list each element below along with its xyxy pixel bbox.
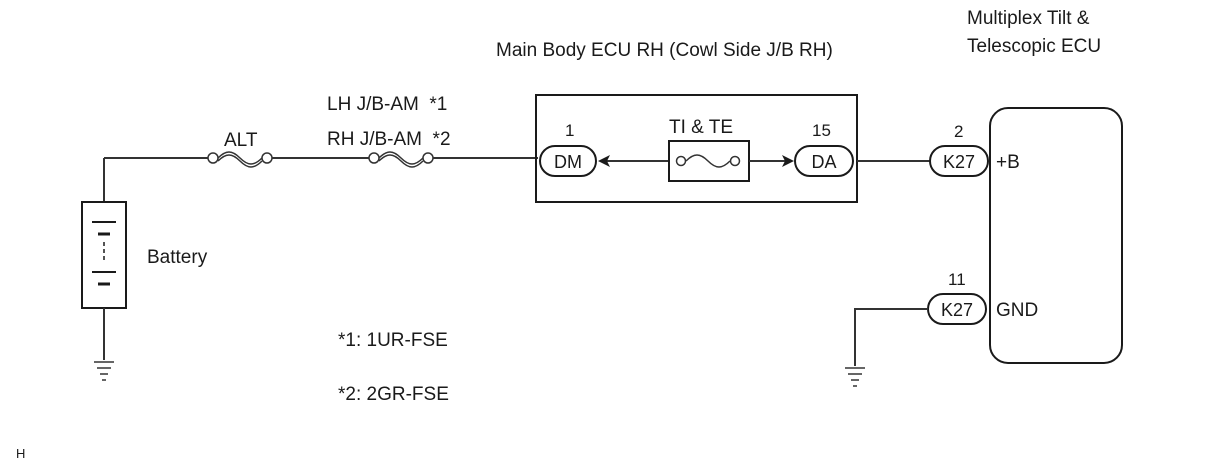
diagram-code: H bbox=[16, 446, 25, 461]
note-1: *1: 1UR-FSE bbox=[338, 330, 448, 351]
ecu-ground-icon bbox=[845, 367, 865, 387]
dm-connector-label: DM bbox=[554, 152, 582, 172]
main-body-ecu-title: Main Body ECU RH (Cowl Side J/B RH) bbox=[496, 40, 833, 61]
da-pin-number: 15 bbox=[812, 121, 831, 140]
ti-te-fuse-icon bbox=[675, 154, 741, 168]
dm-arrow-icon bbox=[598, 155, 610, 167]
tilt-ecu-title-line2: Telescopic ECU bbox=[967, 36, 1101, 57]
wire-k27-ground bbox=[854, 308, 928, 366]
main-body-ecu-box bbox=[535, 94, 858, 203]
tilt-ecu-box bbox=[989, 107, 1123, 364]
battery-ground-icon bbox=[94, 361, 114, 381]
da-connector bbox=[794, 145, 854, 177]
da-connector-label: DA bbox=[811, 152, 836, 172]
dm-pin-number: 1 bbox=[565, 121, 574, 140]
k27-b-connector-label: K27 bbox=[943, 152, 975, 172]
am-fuse-icon bbox=[368, 151, 434, 168]
dm-connector bbox=[539, 145, 597, 177]
ti-te-fuse-label: TI & TE bbox=[669, 117, 733, 138]
k27-b-pin-number: 2 bbox=[954, 122, 963, 141]
k27-b-signal: +B bbox=[996, 152, 1020, 173]
am-fuse-label-rh: RH J/B-AM *2 bbox=[327, 129, 451, 150]
alt-fuse-icon bbox=[207, 151, 273, 168]
alt-fuse-label: ALT bbox=[224, 130, 258, 151]
k27-b-connector bbox=[929, 145, 989, 177]
note-2: *2: 2GR-FSE bbox=[338, 384, 449, 405]
k27-gnd-connector-label: K27 bbox=[941, 300, 973, 320]
battery-label: Battery bbox=[147, 247, 208, 268]
k27-gnd-pin-number: 11 bbox=[948, 270, 966, 289]
battery-symbol bbox=[81, 158, 127, 360]
tilt-ecu-title-line1: Multiplex Tilt & bbox=[967, 8, 1090, 29]
k27-gnd-signal: GND bbox=[996, 300, 1038, 321]
da-arrow-icon bbox=[782, 155, 794, 167]
am-fuse-label-lh: LH J/B-AM *1 bbox=[327, 94, 447, 115]
